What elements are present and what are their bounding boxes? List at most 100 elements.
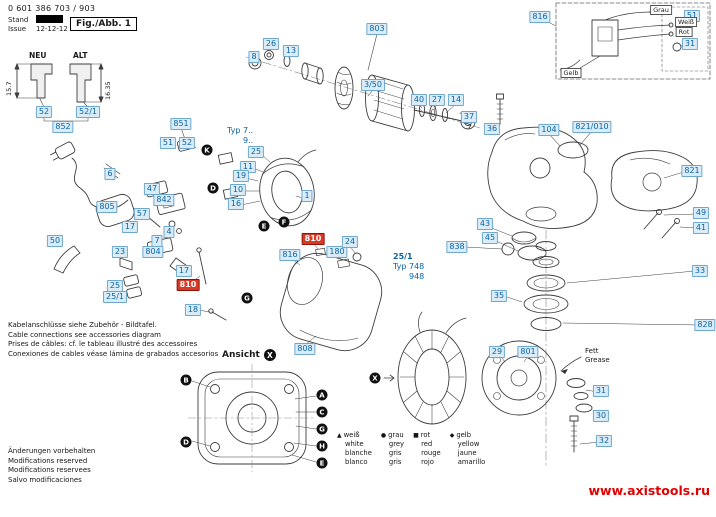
part-callout-852: 852 <box>52 121 74 133</box>
view-letter-f: F <box>278 216 290 228</box>
part-callout-52: 52 <box>178 137 196 149</box>
part-callout-36: 36 <box>483 123 501 135</box>
legend-symbol: ● <box>380 432 387 439</box>
alt-dimension: 16.35 <box>104 81 112 100</box>
cable-note-fr: Prises de câbles: cf. le tableau illustr… <box>8 340 198 348</box>
legend-label: gris <box>388 449 402 457</box>
part-callout-803: 803 <box>366 23 388 35</box>
part-callout-19: 19 <box>232 170 250 182</box>
legend-label: rojo <box>421 458 434 466</box>
part-callout-1: 1 <box>301 190 313 202</box>
part-callout-31: 31 <box>681 38 699 50</box>
legend-symbol: ◆ <box>449 432 455 439</box>
part-callout-27: 27 <box>428 94 446 106</box>
part-callout-816: 816 <box>529 11 551 23</box>
part-callout-30: 30 <box>592 410 610 422</box>
part-callout-29: 29 <box>488 346 506 358</box>
variant-note-line1: 25/1 <box>393 252 413 261</box>
legend-label: rouge <box>421 449 441 457</box>
part-callout-8: 8 <box>248 51 260 63</box>
type-note: Typ 7.. 9.. <box>227 126 253 146</box>
part-callout-17: 17 <box>175 265 193 277</box>
cable-note-en: Cable connections see accessories diagra… <box>8 330 162 339</box>
part-callout-50: 50 <box>46 235 64 247</box>
part-callout-810: 810 <box>301 233 325 245</box>
part-callout-14: 14 <box>447 94 465 106</box>
part-callout-52: 52 <box>35 106 53 118</box>
part-callout-810: 810 <box>176 279 200 291</box>
part-callout-35: 35 <box>490 290 508 302</box>
wire-color-label-wei-: Weiß <box>675 17 697 27</box>
legend-label: blanco <box>345 458 368 466</box>
view-title-text: Ansicht <box>222 350 260 360</box>
part-callout-3-50: 3/50 <box>361 79 385 91</box>
variant-note-line3: 948 <box>409 272 425 281</box>
part-callout-17: 17 <box>121 221 139 233</box>
legend-label: amarillo <box>457 458 486 466</box>
view-letter-h: H <box>316 440 328 452</box>
legend-label: gelb <box>456 431 472 439</box>
part-callout-26: 26 <box>262 38 280 50</box>
part-callout-57: 57 <box>133 208 151 220</box>
legend-line: ▲weiß <box>337 431 372 440</box>
legend-symbol: ▲ <box>337 432 342 439</box>
grease-note-de: Fett <box>585 347 599 355</box>
legend-label: grey <box>388 440 405 448</box>
legend-label: white <box>345 440 364 448</box>
legend-label: gris <box>388 458 402 466</box>
part-callout-821: 821 <box>681 165 703 177</box>
legend-label: jaune <box>457 449 477 457</box>
part-callout-808: 808 <box>294 343 316 355</box>
view-letter-c: C <box>316 406 328 418</box>
wire-color-label-gelb: Gelb <box>560 68 582 78</box>
modifications-note-de: Änderungen vorbehalten <box>8 447 96 455</box>
modifications-note-fr: Modifications reservees <box>8 466 91 474</box>
part-callout-16: 16 <box>227 198 245 210</box>
part-callout-842: 842 <box>153 194 175 206</box>
part-callout-32: 32 <box>595 435 613 447</box>
part-callout-10: 10 <box>229 184 247 196</box>
part-callout-49: 49 <box>692 207 710 219</box>
grease-note: Fett Grease <box>585 347 610 364</box>
part-callout-25: 25 <box>247 146 265 158</box>
part-callout-33: 33 <box>691 265 709 277</box>
legend-label: yellow <box>457 440 480 448</box>
part-callout-821-010: 821/010 <box>572 121 612 133</box>
type-note-line2: 9.. <box>243 136 254 145</box>
view-letter-x: X <box>369 372 381 384</box>
view-letter-a: A <box>316 389 328 401</box>
stand-label: Stand <box>8 16 29 24</box>
figure-label: Fig./Abb. 1 <box>70 17 138 31</box>
part-callout-45: 45 <box>481 232 499 244</box>
cable-note-es: Conexiones de cables véase lámina de gra… <box>8 349 219 358</box>
modifications-note: Änderungen vorbehalten Modifications res… <box>8 447 95 485</box>
part-callout-40: 40 <box>410 94 428 106</box>
cable-note-de: Kabelanschlüsse siehe Zubehör - Bildtafe… <box>8 321 157 329</box>
issue-label: Issue <box>8 25 27 33</box>
variant-note: 25/1 Typ 748 948 <box>393 252 424 282</box>
modifications-note-en: Modifications reserved <box>8 456 88 465</box>
view-letter-b: B <box>180 374 192 386</box>
neu-label: NEU <box>29 51 47 60</box>
type-note-line1: Typ 7.. <box>227 126 254 135</box>
modifications-note-es: Salvo modificaciones <box>8 475 82 484</box>
legend-label: grau <box>388 431 404 439</box>
part-callout-816: 816 <box>279 249 301 261</box>
legend-line: ◆gelb <box>450 431 486 440</box>
part-callout-51: 51 <box>159 137 177 149</box>
part-callout-41: 41 <box>692 222 710 234</box>
grease-note-en: Grease <box>585 355 610 364</box>
legend-symbol: ■ <box>413 432 419 439</box>
part-callout-47: 47 <box>143 183 161 195</box>
part-callout-828: 828 <box>694 319 716 331</box>
part-callout-18: 18 <box>184 304 202 316</box>
part-callout-52-1: 52/1 <box>76 106 100 118</box>
part-callout-804: 804 <box>142 246 164 258</box>
view-letter-e: E <box>316 457 328 469</box>
